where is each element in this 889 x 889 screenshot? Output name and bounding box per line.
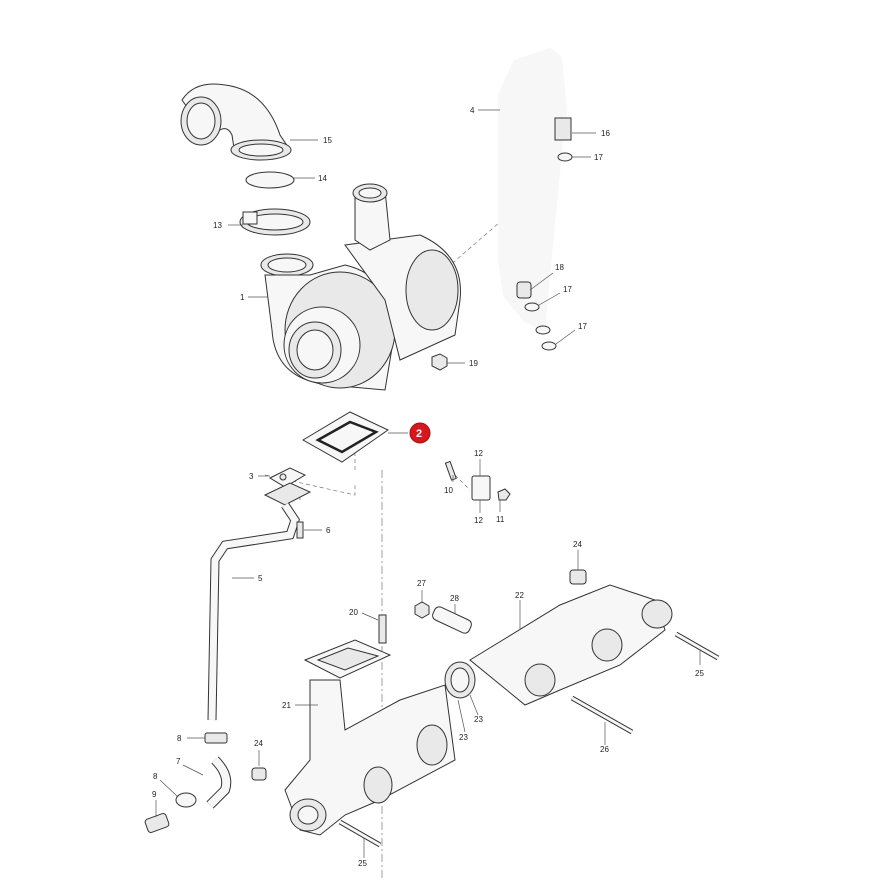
callout-8: 8 bbox=[177, 734, 182, 743]
bolt-6-part bbox=[296, 521, 304, 539]
v-clamp-part bbox=[239, 208, 311, 236]
callout-4: 4 bbox=[470, 106, 475, 115]
turbocharger-part bbox=[260, 183, 461, 391]
callout-1: 1 bbox=[240, 293, 245, 302]
callout-22: 22 bbox=[515, 591, 524, 600]
callout-8: 8 bbox=[153, 772, 158, 781]
sleeve-28-part bbox=[432, 606, 472, 634]
highlight-callout-2[interactable]: 2 bbox=[409, 422, 431, 444]
nut-27-part bbox=[414, 601, 430, 619]
callout-24: 24 bbox=[254, 739, 263, 748]
callout-26: 26 bbox=[600, 745, 609, 754]
callout-24: 24 bbox=[573, 540, 582, 549]
oil-pipe-part bbox=[498, 47, 572, 332]
callout-23: 23 bbox=[459, 733, 468, 742]
callout-20: 20 bbox=[349, 608, 358, 617]
spacer-24-part bbox=[251, 767, 267, 781]
oil-return-gasket-part bbox=[268, 467, 307, 488]
callout-3: 3 bbox=[249, 472, 254, 481]
callout-13: 13 bbox=[213, 221, 222, 230]
nut-19-part bbox=[431, 353, 448, 371]
banjo-fitting-part bbox=[516, 281, 532, 299]
callout-16: 16 bbox=[601, 129, 610, 138]
callout-10: 10 bbox=[444, 486, 453, 495]
exhaust-manifold-part bbox=[284, 584, 673, 836]
callout-15: 15 bbox=[323, 136, 332, 145]
callout-28: 28 bbox=[450, 594, 459, 603]
callout-17: 17 bbox=[594, 153, 603, 162]
callout-27: 27 bbox=[417, 579, 426, 588]
callout-2: 2 bbox=[416, 428, 422, 440]
callout-17: 17 bbox=[563, 285, 572, 294]
sealing-washer-part bbox=[535, 325, 551, 335]
callout-23: 23 bbox=[474, 715, 483, 724]
callout-11: 11 bbox=[496, 515, 505, 524]
callout-14: 14 bbox=[318, 174, 327, 183]
callout-9: 9 bbox=[152, 790, 157, 799]
bracket-hardware-part bbox=[444, 460, 511, 501]
callout-7: 7 bbox=[176, 757, 181, 766]
callout-21: 21 bbox=[282, 701, 291, 710]
spacer-24-part bbox=[569, 569, 587, 585]
o-ring-part bbox=[245, 171, 295, 189]
alignment-lines bbox=[264, 169, 561, 880]
callout-17: 17 bbox=[578, 322, 587, 331]
callout-19: 19 bbox=[469, 359, 478, 368]
fitting-8-part bbox=[204, 732, 228, 744]
turbo-gasket-part bbox=[302, 411, 389, 463]
oil-return-pipe-part bbox=[207, 482, 312, 721]
leader-lines bbox=[155, 109, 701, 858]
callout-25: 25 bbox=[358, 859, 367, 868]
callout-12: 12 bbox=[474, 449, 483, 458]
callout-5: 5 bbox=[258, 574, 263, 583]
connector-9-part bbox=[144, 813, 170, 833]
sealing-washer-part bbox=[541, 341, 557, 351]
callout-18: 18 bbox=[555, 263, 564, 272]
callout-25: 25 bbox=[695, 669, 704, 678]
stud-20-part bbox=[378, 614, 387, 644]
sealing-washer-part bbox=[524, 302, 540, 312]
elbow-hose-part bbox=[180, 83, 292, 161]
callout-labels: 15 14 13 1 4 16 17 18 17 17 19 2 3 6 5 1… bbox=[152, 106, 704, 868]
callout-6: 6 bbox=[326, 526, 331, 535]
hose-clamp-part bbox=[175, 792, 197, 808]
callout-12: 12 bbox=[474, 516, 483, 525]
sealing-washer-part bbox=[557, 152, 573, 162]
